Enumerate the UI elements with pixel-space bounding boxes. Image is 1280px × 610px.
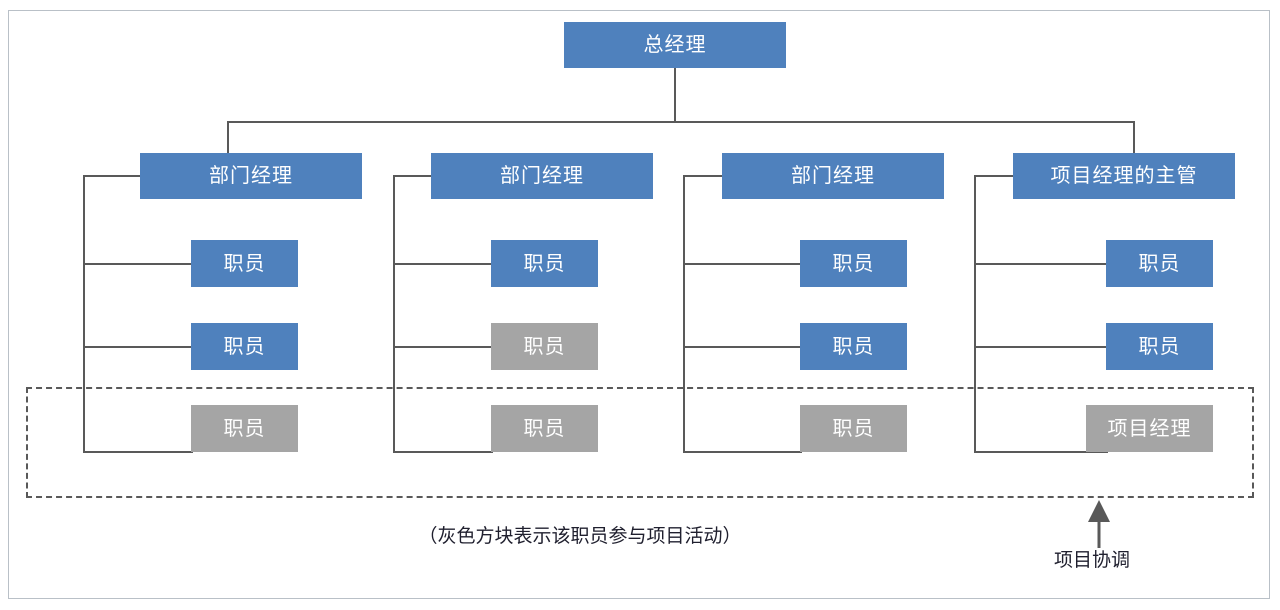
node-column-3-staff-1[interactable]: 职员 [800,240,907,287]
node-column-3-staff-3[interactable]: 职员 [800,405,907,452]
connector-top-distribution-bar [227,121,1135,123]
node-column-1-staff-2-label: 职员 [223,335,266,358]
connector-column-4-staff-3-branch [974,451,1108,453]
node-column-1-staff-3[interactable]: 职员 [191,405,298,452]
node-column-4-staff-2-label: 职员 [1138,335,1181,358]
node-column-2-staff-2[interactable]: 职员 [491,323,598,370]
connector-column-1-manager-branch [83,175,143,177]
node-column-4-staff-1-label: 职员 [1138,252,1181,275]
connector-column-1-staff-3-branch [83,451,193,453]
node-column-4-staff-1[interactable]: 职员 [1106,240,1213,287]
node-column-1-manager[interactable]: 部门经理 [140,153,362,199]
connector-column-2-staff-3-branch [393,451,493,453]
connector-column-4-trunk [974,175,976,453]
node-column-1-manager-label: 部门经理 [209,165,293,187]
node-column-3-staff-3-label: 职员 [832,417,875,440]
node-column-2-staff-3-label: 职员 [523,417,566,440]
node-column-3-staff-1-label: 职员 [832,252,875,275]
node-column-3-manager-label: 部门经理 [791,165,875,187]
project-coordination-annotation: 项目协调 [1030,500,1260,590]
connector-column-3-manager-branch [683,175,726,177]
connector-column-4-staff-2-branch [974,346,1108,348]
connector-column-4-staff-1-branch [974,263,1108,265]
node-column-2-staff-2-label: 职员 [523,335,566,358]
node-column-2-staff-1-label: 职员 [523,252,566,275]
connector-column-3-trunk [683,175,685,453]
node-general-manager[interactable]: 总经理 [564,22,786,68]
node-column-4-manager[interactable]: 项目经理的主管 [1013,153,1235,199]
connector-top-stem [674,68,676,122]
connector-column-1-staff-1-branch [83,263,193,265]
connector-column-2-staff-1-branch [393,263,493,265]
project-coordination-label: 项目协调 [1054,550,1131,571]
node-column-1-staff-2[interactable]: 职员 [191,323,298,370]
connector-column-3-staff-2-branch [683,346,802,348]
project-participation-band [26,387,1254,498]
node-general-manager-label: 总经理 [643,34,707,56]
connector-drop-column-1 [227,121,229,155]
node-column-4-project-manager[interactable]: 项目经理 [1086,405,1213,452]
connector-column-1-trunk [83,175,85,453]
node-column-2-manager-label: 部门经理 [500,165,584,187]
node-column-1-staff-1[interactable]: 职员 [191,240,298,287]
connector-column-2-manager-branch [393,175,435,177]
node-column-1-staff-3-label: 职员 [223,417,266,440]
node-column-4-manager-label: 项目经理的主管 [1050,165,1198,187]
node-column-2-staff-1[interactable]: 职员 [491,240,598,287]
node-column-3-staff-2[interactable]: 职员 [800,323,907,370]
connector-column-4-manager-branch [974,175,1017,177]
node-column-2-manager[interactable]: 部门经理 [431,153,653,199]
connector-column-3-staff-1-branch [683,263,802,265]
node-column-4-staff-2[interactable]: 职员 [1106,323,1213,370]
legend-caption: （灰色方块表示该职员参与项目活动） [418,526,742,547]
connector-drop-column-4 [1133,121,1135,155]
connector-column-1-staff-2-branch [83,346,193,348]
connector-column-3-staff-3-branch [683,451,802,453]
node-column-4-project-manager-label: 项目经理 [1107,417,1192,440]
node-column-1-staff-1-label: 职员 [223,252,266,275]
up-arrow-icon [1088,500,1110,548]
node-column-2-staff-3[interactable]: 职员 [491,405,598,452]
node-column-3-staff-2-label: 职员 [832,335,875,358]
connector-column-2-staff-2-branch [393,346,493,348]
node-column-3-manager[interactable]: 部门经理 [722,153,944,199]
connector-column-2-trunk [393,175,395,453]
diagram-outer-frame [8,10,1270,599]
